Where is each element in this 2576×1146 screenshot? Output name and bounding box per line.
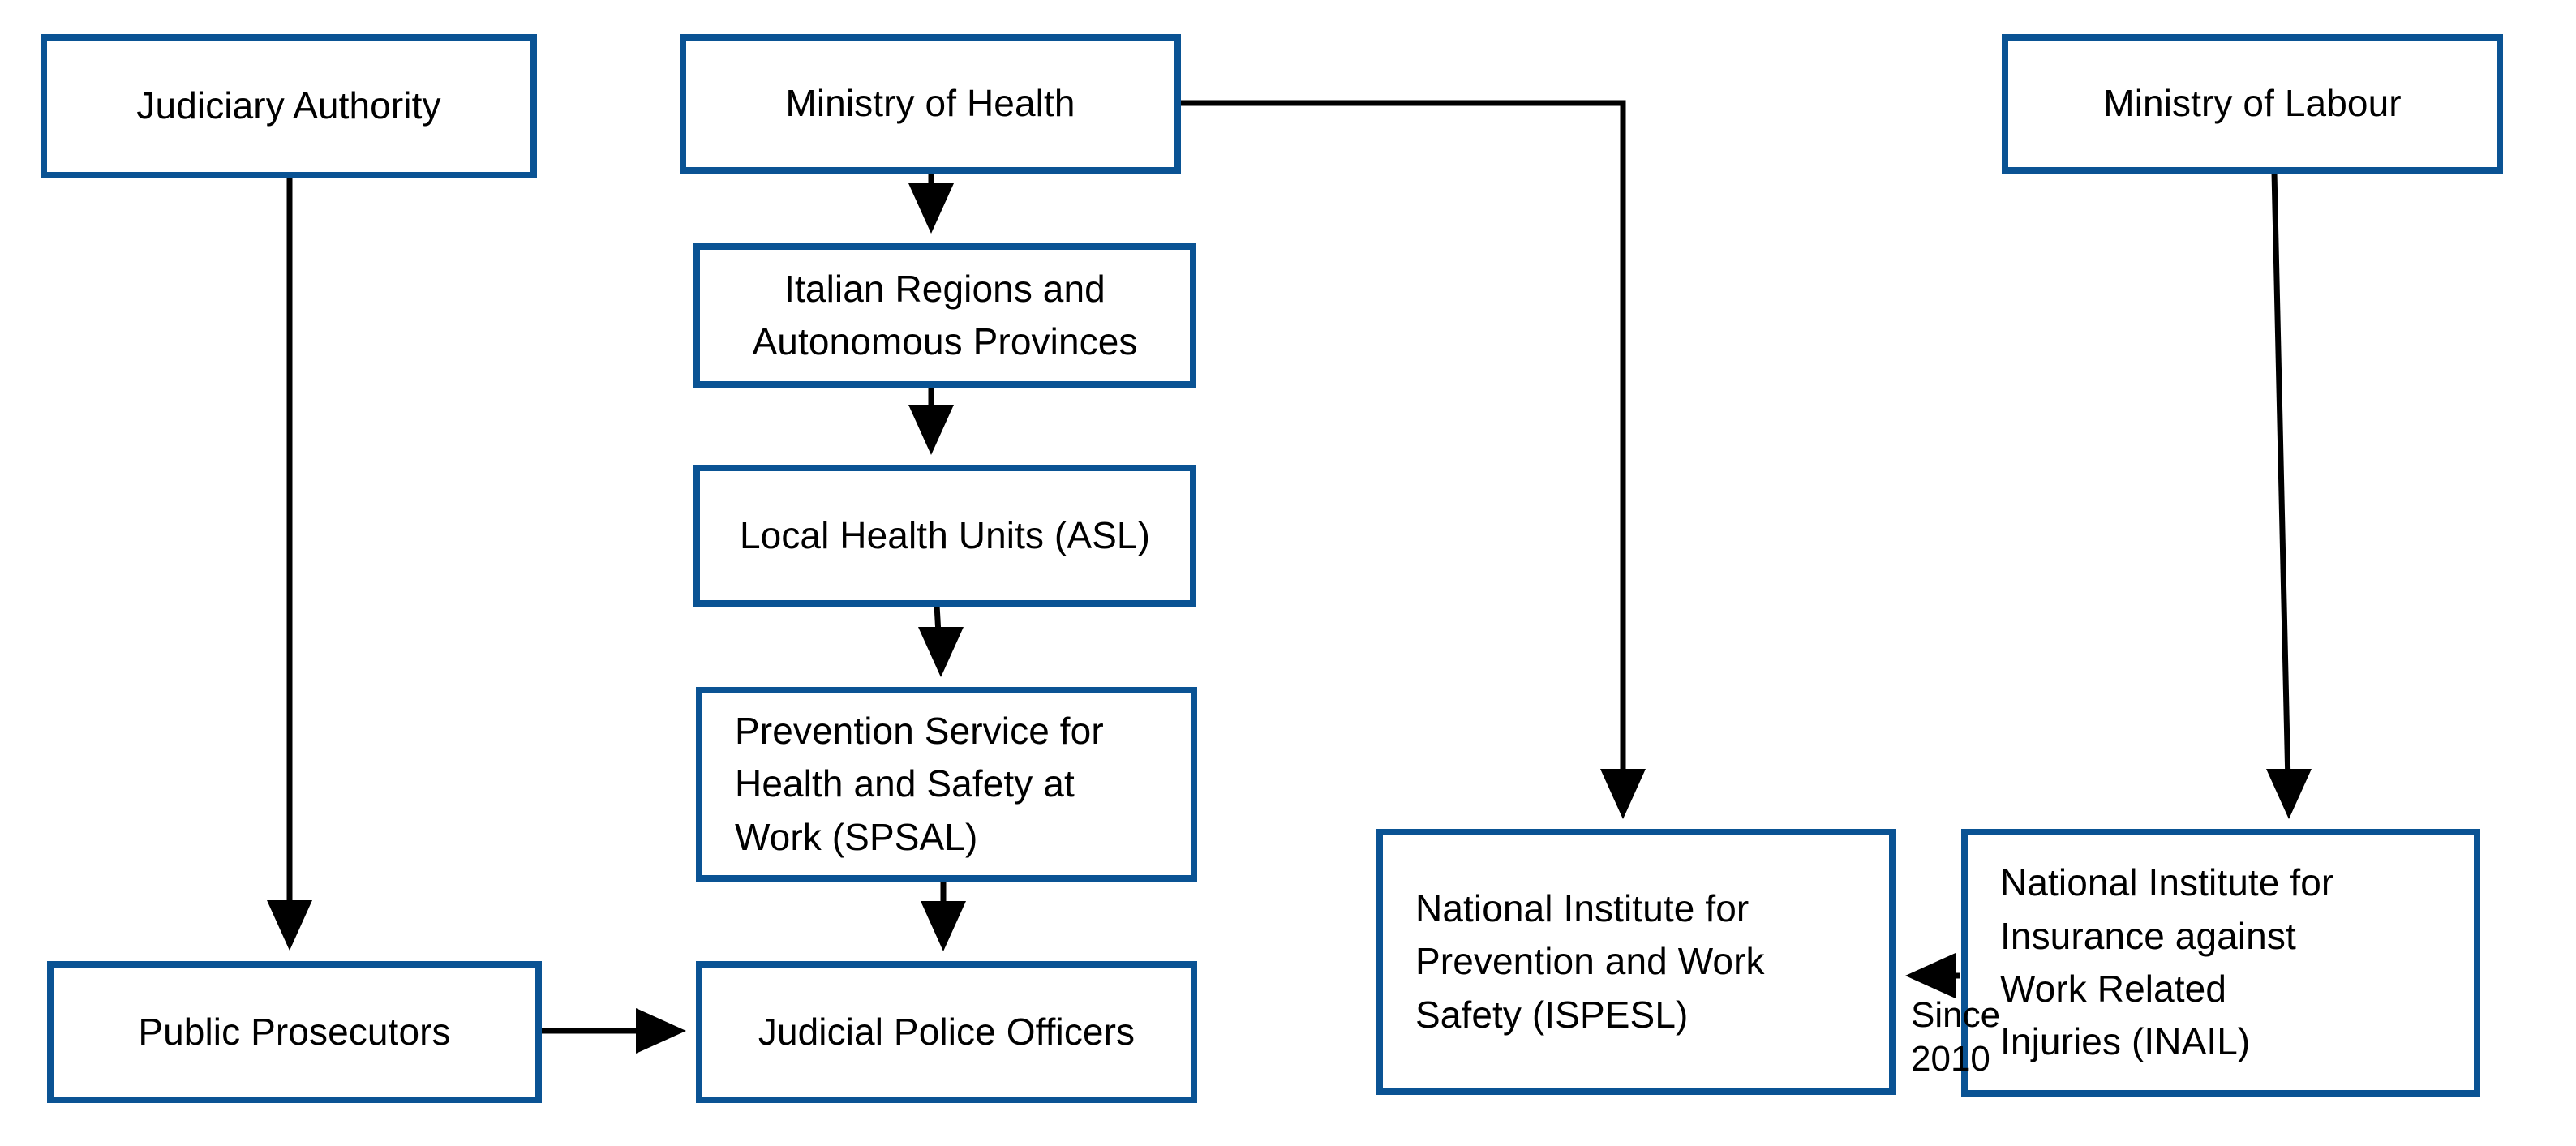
edge-judiciary-to-prosecutors xyxy=(267,174,312,951)
node-ministry_labour[interactable]: Ministry of Labour xyxy=(2002,34,2503,174)
node-label-spsal: Prevention Service for Health and Safety… xyxy=(735,710,1104,858)
node-label-judiciary: Judiciary Authority xyxy=(136,84,441,127)
edge-prosecutors-to-police xyxy=(539,1008,686,1054)
node-label-ministry_health: Ministry of Health xyxy=(785,82,1075,125)
node-label-ispesl: National Institute for Prevention and Wo… xyxy=(1415,887,1765,1036)
edge-regions-to-asl xyxy=(908,386,954,455)
node-regions[interactable]: Italian Regions and Autonomous Provinces xyxy=(693,243,1196,388)
node-label-police: Judicial Police Officers xyxy=(758,1010,1136,1053)
edge-health-to-ispesl xyxy=(1181,100,1646,819)
node-ispesl[interactable]: National Institute for Prevention and Wo… xyxy=(1376,829,1896,1095)
node-ministry_health[interactable]: Ministry of Health xyxy=(680,34,1181,174)
node-label-prosecutors: Public Prosecutors xyxy=(138,1010,451,1053)
node-label-asl: Local Health Units (ASL) xyxy=(739,513,1151,556)
node-judiciary[interactable]: Judiciary Authority xyxy=(41,34,537,178)
node-asl[interactable]: Local Health Units (ASL) xyxy=(693,465,1196,607)
edge-labour-to-inail xyxy=(2266,171,2312,819)
node-spsal[interactable]: Prevention Service for Health and Safety… xyxy=(696,687,1197,882)
edge-health-to-regions xyxy=(908,172,954,234)
node-label-inail: National Institute for Insurance against… xyxy=(2000,861,2334,1063)
node-police[interactable]: Judicial Police Officers xyxy=(696,961,1197,1103)
edge-asl-to-spsal xyxy=(918,604,964,677)
node-label-ministry_labour: Ministry of Labour xyxy=(2103,82,2402,125)
edge-inail-to-ispesl xyxy=(1905,953,1960,998)
node-inail[interactable]: National Institute for Insurance against… xyxy=(1961,829,2480,1097)
node-label-regions: Italian Regions and Autonomous Provinces xyxy=(752,267,1138,363)
node-prosecutors[interactable]: Public Prosecutors xyxy=(47,961,542,1103)
edge-spsal-to-police xyxy=(921,880,966,951)
edge-label-since-2010: Since 2010 xyxy=(1911,995,2001,1079)
